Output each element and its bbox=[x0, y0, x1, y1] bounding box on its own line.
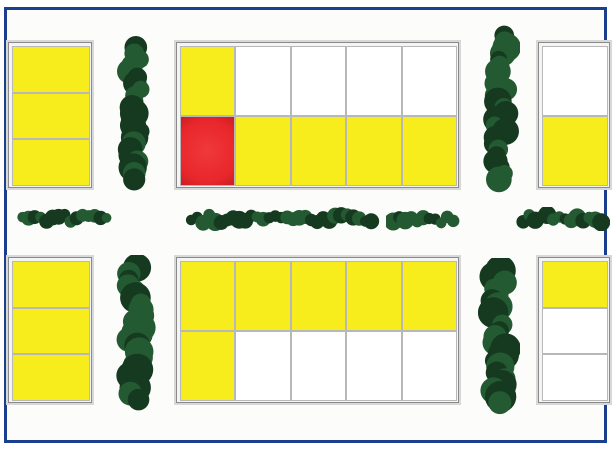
hedge-vertical bbox=[478, 258, 520, 420]
parking-space-occupied bbox=[542, 116, 608, 186]
parking-space-empty bbox=[402, 331, 457, 401]
hedge-shape bbox=[478, 258, 520, 420]
hedge-shape bbox=[516, 207, 610, 231]
parking-space-occupied bbox=[291, 116, 346, 186]
parking-space-occupied bbox=[346, 116, 401, 186]
parking-space-occupied bbox=[402, 116, 457, 186]
parking-space-occupied bbox=[12, 93, 90, 140]
parking-space-empty bbox=[235, 46, 290, 116]
parking-space-occupied bbox=[542, 261, 608, 308]
parking-space-occupied bbox=[12, 261, 90, 308]
parking-space-empty bbox=[235, 331, 290, 401]
parking-space-empty bbox=[291, 46, 346, 116]
hedge-shape bbox=[114, 255, 156, 417]
hedge-horizontal bbox=[386, 207, 466, 231]
parking-space-empty bbox=[542, 354, 608, 401]
hedge-vertical bbox=[114, 255, 156, 417]
parking-block-top-left bbox=[8, 42, 92, 188]
parking-space-occupied bbox=[12, 308, 90, 355]
parking-space-empty bbox=[542, 46, 608, 116]
hedge-shape bbox=[482, 24, 520, 196]
parking-space-occupied bbox=[235, 261, 290, 331]
parking-space-empty bbox=[346, 46, 401, 116]
parking-space-occupied bbox=[180, 46, 235, 116]
shrub-mark bbox=[102, 213, 112, 223]
hedge-horizontal bbox=[16, 207, 116, 229]
parking-space-empty bbox=[542, 308, 608, 355]
hedge-shape bbox=[184, 207, 380, 231]
shrub-mark bbox=[592, 213, 610, 231]
parking-block-top-center bbox=[176, 42, 459, 188]
hedge-vertical bbox=[116, 36, 154, 194]
shrub-mark bbox=[447, 215, 459, 227]
hedge-shape bbox=[16, 207, 116, 229]
hedge-shape bbox=[386, 207, 466, 231]
shrub-mark bbox=[128, 389, 150, 411]
parking-space-occupied bbox=[402, 261, 457, 331]
parking-space-occupied bbox=[180, 331, 235, 401]
shrub-mark bbox=[486, 167, 512, 193]
parking-space-occupied bbox=[235, 116, 290, 186]
shrub-mark bbox=[123, 168, 145, 190]
parking-space-occupied bbox=[291, 261, 346, 331]
parking-block-bottom-center bbox=[176, 257, 459, 403]
shrub-mark bbox=[488, 391, 511, 414]
hedge-horizontal bbox=[184, 207, 380, 231]
hedge-shape bbox=[116, 36, 154, 194]
parking-space-highlight bbox=[180, 116, 235, 186]
shrub-mark bbox=[363, 213, 379, 229]
parking-space-empty bbox=[291, 331, 346, 401]
parking-block-bottom-right bbox=[538, 257, 610, 403]
parking-block-top-right bbox=[538, 42, 610, 188]
parking-space-occupied bbox=[12, 46, 90, 93]
parking-space-occupied bbox=[180, 261, 235, 331]
parking-block-bottom-left bbox=[8, 257, 92, 403]
parking-space-occupied bbox=[346, 261, 401, 331]
hedge-horizontal bbox=[516, 207, 610, 231]
parking-space-empty bbox=[402, 46, 457, 116]
hedge-vertical bbox=[482, 24, 520, 196]
parking-space-empty bbox=[346, 331, 401, 401]
parking-space-occupied bbox=[12, 354, 90, 401]
parking-space-occupied bbox=[12, 139, 90, 186]
